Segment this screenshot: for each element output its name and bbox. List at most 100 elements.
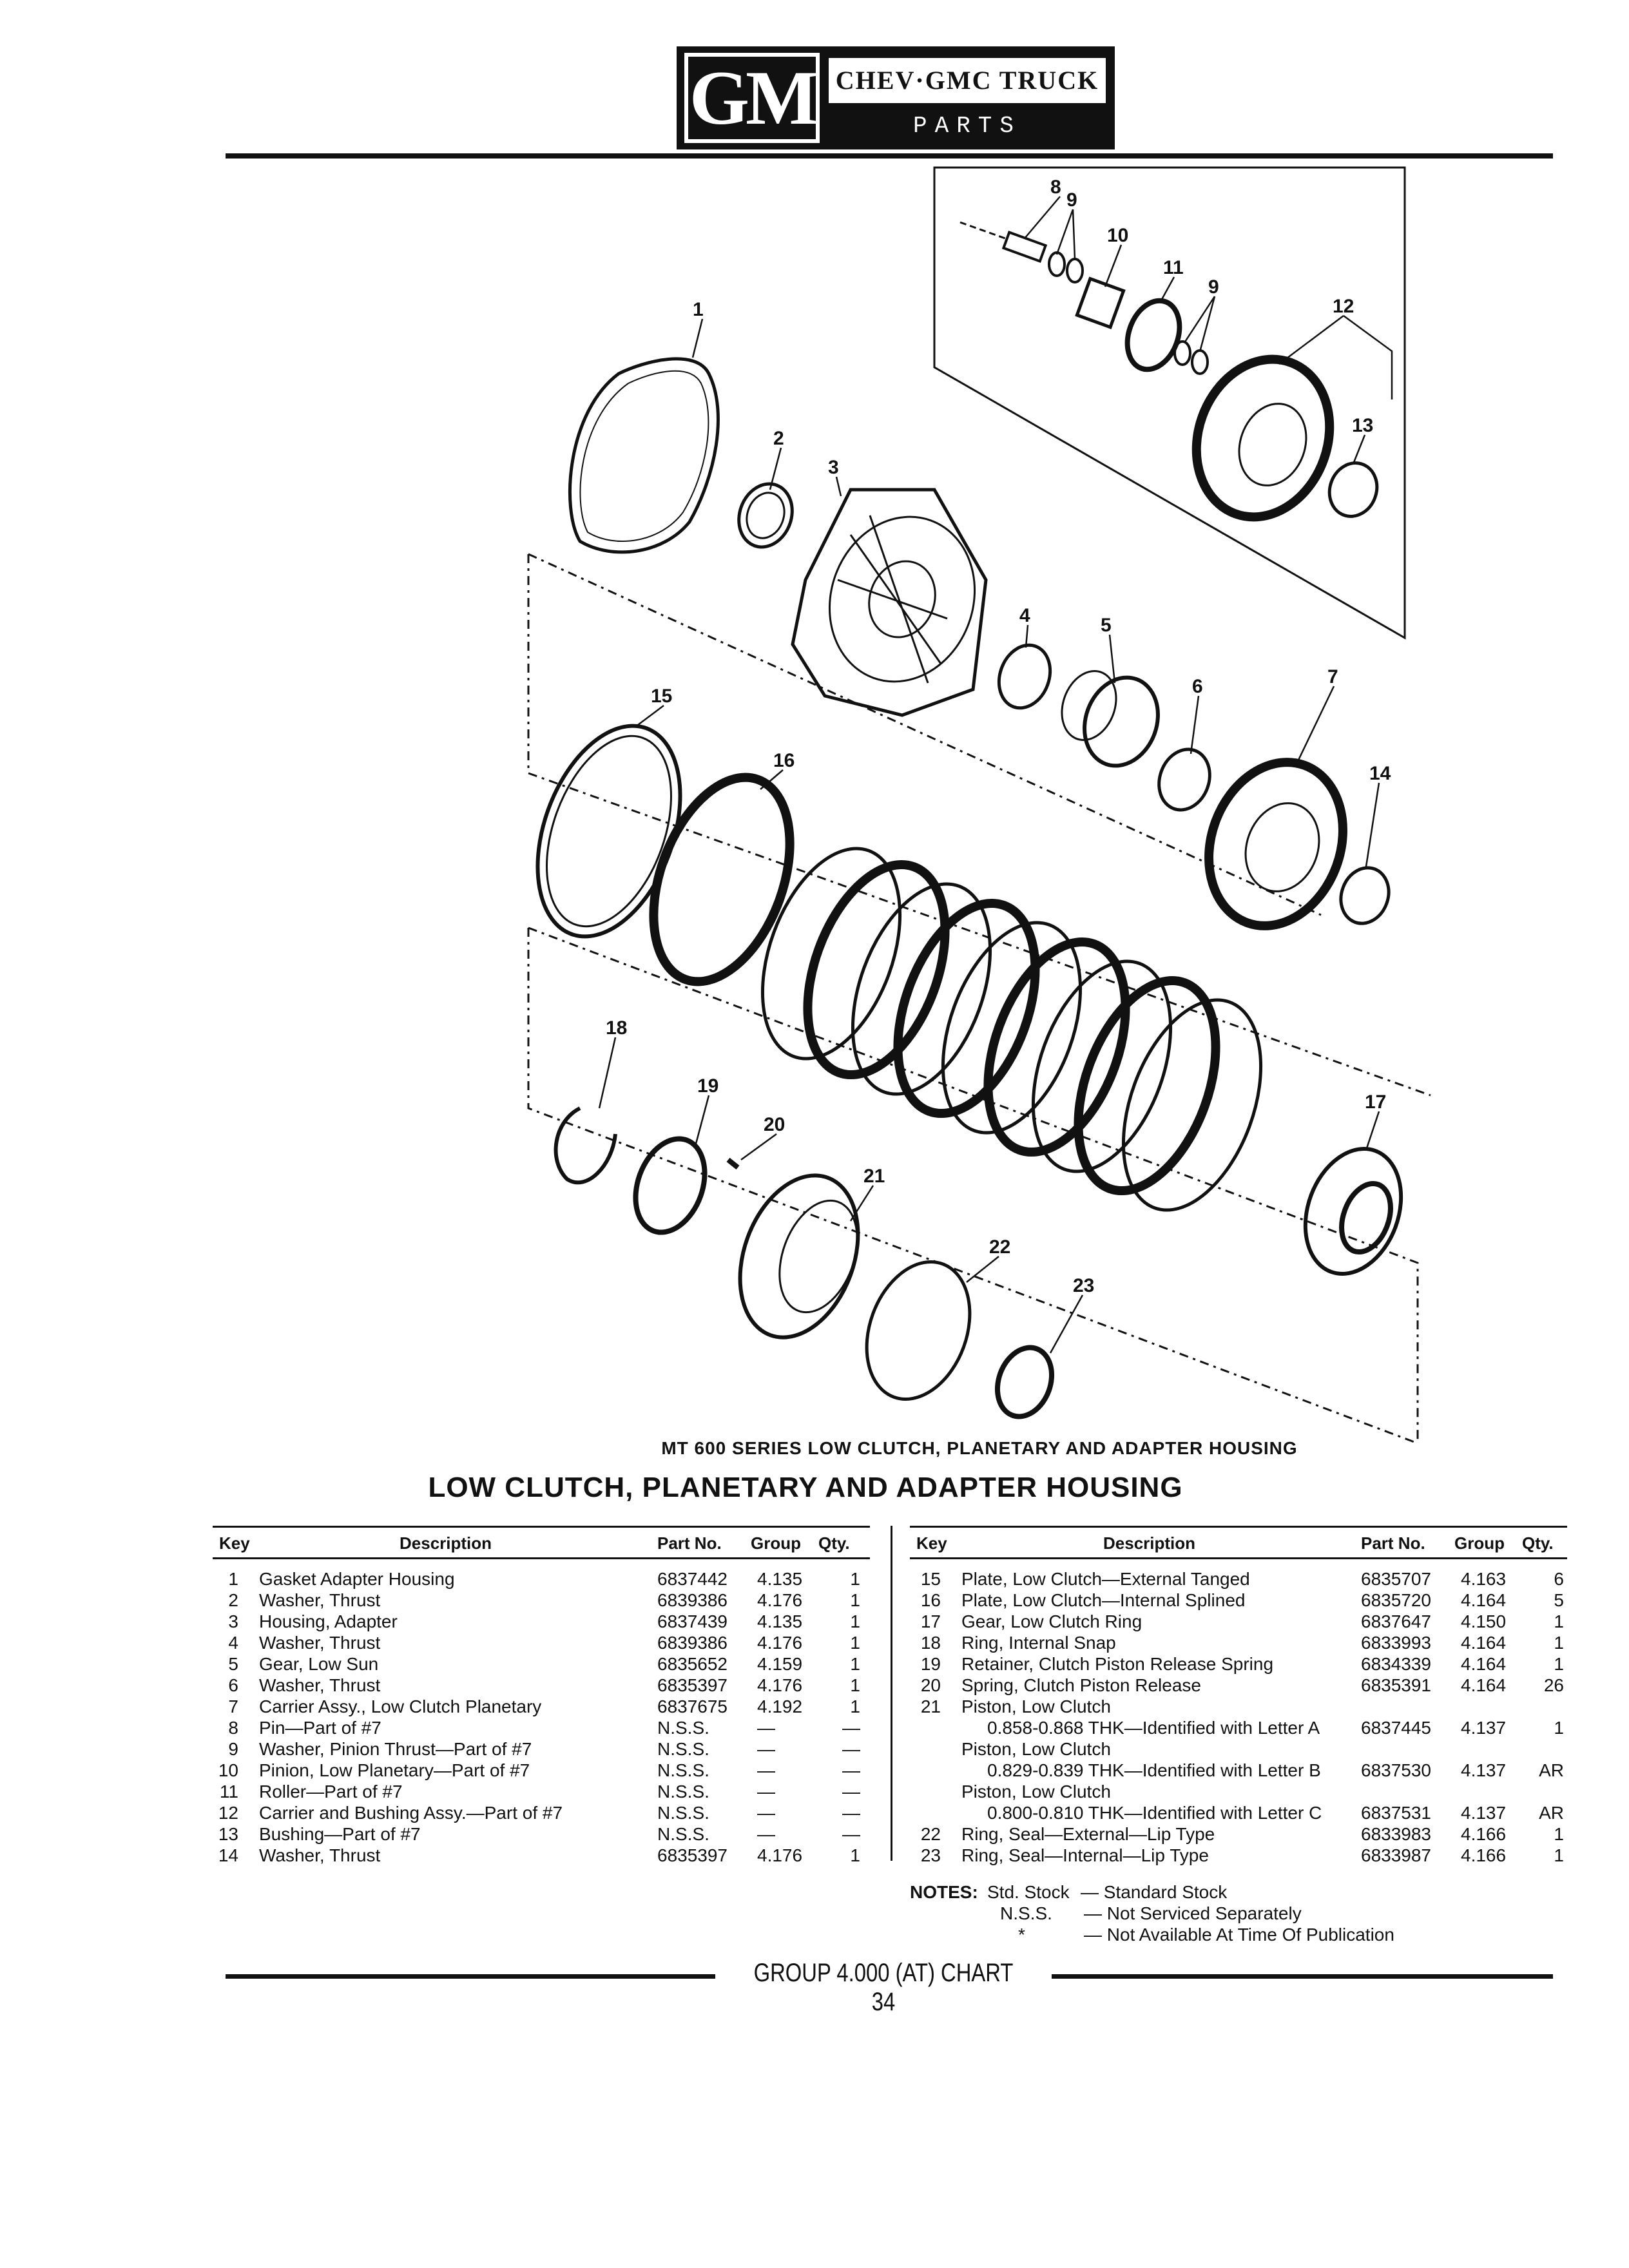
piston-part bbox=[738, 1173, 860, 1340]
part-number: 6837530 bbox=[1361, 1760, 1432, 1780]
table-header: Key Description Part No. Group Qty. bbox=[213, 1526, 870, 1559]
part-quantity: 1 bbox=[850, 1633, 860, 1653]
note-text: — Not Serviced Separately bbox=[1084, 1903, 1302, 1923]
part-description: Washer, Thrust bbox=[259, 1845, 381, 1865]
part-key: 23 bbox=[920, 1845, 941, 1865]
callout-8: 8 bbox=[1050, 177, 1061, 198]
part-quantity: 1 bbox=[850, 1845, 860, 1865]
table-row: 0.858-0.868 THK—Identified with Letter A… bbox=[910, 1717, 1567, 1738]
part-number: 6837445 bbox=[1361, 1718, 1432, 1738]
pinion-washer-part bbox=[1048, 251, 1066, 277]
part-quantity: 1 bbox=[850, 1696, 860, 1716]
part-key: 18 bbox=[920, 1633, 941, 1653]
note-text: — Not Available At Time Of Publication bbox=[1084, 1925, 1394, 1945]
part-group: 4.192 bbox=[757, 1696, 803, 1716]
logo-title: CHEV·GMC TRUCK bbox=[829, 58, 1106, 103]
callout-13: 13 bbox=[1352, 415, 1373, 436]
part-description: Pinion, Low Planetary—Part of #7 bbox=[259, 1760, 530, 1780]
note-code: N.S.S. bbox=[1000, 1903, 1052, 1923]
part-number: 6837675 bbox=[657, 1696, 728, 1716]
callout-2: 2 bbox=[773, 428, 784, 449]
part-group: 4.166 bbox=[1461, 1824, 1507, 1844]
part-group: 4.150 bbox=[1461, 1611, 1507, 1631]
part-number: N.S.S. bbox=[657, 1782, 709, 1802]
diagram-callouts: 1 2 3 4 5 6 7 8 9 9 10 11 12 13 14 15 16… bbox=[606, 177, 1391, 1296]
header-qty: Qty. bbox=[1522, 1533, 1554, 1553]
part-number: 6833993 bbox=[1361, 1633, 1432, 1653]
note-code: * bbox=[1018, 1925, 1025, 1945]
part-quantity: 6 bbox=[1554, 1569, 1564, 1589]
part-number: 6835397 bbox=[657, 1675, 728, 1695]
part-quantity: 1 bbox=[1554, 1654, 1564, 1674]
callout-21: 21 bbox=[863, 1166, 885, 1187]
internal-seal-part bbox=[994, 1345, 1055, 1419]
thrust-washer-part bbox=[737, 482, 794, 549]
part-description: Washer, Thrust bbox=[259, 1675, 381, 1695]
part-quantity: — bbox=[842, 1824, 860, 1844]
part-group: 4.164 bbox=[1461, 1654, 1507, 1674]
clutch-plate-stack bbox=[760, 847, 1263, 1212]
part-group: — bbox=[757, 1803, 775, 1823]
part-description: Piston, Low Clutch bbox=[961, 1782, 1111, 1802]
part-quantity: — bbox=[842, 1803, 860, 1823]
callout-20: 20 bbox=[764, 1114, 785, 1135]
table-row: Piston, Low Clutch bbox=[910, 1738, 1567, 1760]
part-quantity: 1 bbox=[850, 1654, 860, 1674]
part-group: 4.135 bbox=[757, 1611, 803, 1631]
carrier-bushing-part bbox=[1191, 354, 1335, 522]
part-description: 0.858-0.868 THK—Identified with Letter A bbox=[987, 1718, 1320, 1738]
part-description: Ring, Seal—External—Lip Type bbox=[961, 1824, 1215, 1844]
callout-5: 5 bbox=[1101, 615, 1112, 636]
external-seal-part bbox=[865, 1260, 972, 1401]
internal-splined-plate-part bbox=[649, 773, 795, 986]
part-description: Housing, Adapter bbox=[259, 1611, 398, 1631]
part-quantity: — bbox=[842, 1760, 860, 1780]
callout-4: 4 bbox=[1019, 605, 1030, 626]
part-group: 4.163 bbox=[1461, 1569, 1507, 1589]
part-group: 4.176 bbox=[757, 1845, 803, 1865]
part-quantity: — bbox=[842, 1739, 860, 1759]
footer-rule bbox=[1052, 1974, 1553, 1979]
part-description: Gear, Low Clutch Ring bbox=[961, 1611, 1142, 1631]
part-group: — bbox=[757, 1739, 775, 1759]
part-key: 21 bbox=[920, 1696, 941, 1716]
part-description: Pin—Part of #7 bbox=[259, 1718, 381, 1738]
part-group: 4.176 bbox=[757, 1590, 803, 1610]
part-group: 4.164 bbox=[1461, 1590, 1507, 1610]
part-number: 6839386 bbox=[657, 1633, 728, 1653]
header-description: Description bbox=[1103, 1533, 1196, 1553]
table-row: Piston, Low Clutch bbox=[910, 1781, 1567, 1802]
spring-retainer-part bbox=[633, 1136, 708, 1235]
part-quantity: 1 bbox=[1554, 1824, 1564, 1844]
part-description: Spring, Clutch Piston Release bbox=[961, 1675, 1201, 1695]
part-key: 7 bbox=[228, 1696, 238, 1716]
callout-9b: 9 bbox=[1208, 276, 1219, 298]
part-number: 6835707 bbox=[1361, 1569, 1432, 1589]
bushing-part bbox=[1327, 461, 1379, 518]
callout-17: 17 bbox=[1365, 1091, 1386, 1113]
thrust-washer-part bbox=[1339, 866, 1391, 925]
part-quantity: AR bbox=[1539, 1760, 1564, 1780]
part-quantity: — bbox=[842, 1718, 860, 1738]
pinion-part bbox=[1124, 298, 1182, 372]
figure-caption: MT 600 SERIES LOW CLUTCH, PLANETARY AND … bbox=[661, 1438, 1298, 1458]
part-description: Piston, Low Clutch bbox=[961, 1739, 1111, 1759]
header-group: Group bbox=[751, 1533, 801, 1553]
ring-gear-part bbox=[1303, 1147, 1403, 1276]
part-key: 11 bbox=[219, 1782, 238, 1802]
part-group: 4.176 bbox=[757, 1675, 803, 1695]
part-quantity: 1 bbox=[850, 1590, 860, 1610]
part-key: 17 bbox=[920, 1611, 941, 1631]
part-group: 4.176 bbox=[757, 1633, 803, 1653]
part-quantity: 1 bbox=[850, 1611, 860, 1631]
part-key: 15 bbox=[920, 1569, 941, 1589]
spring-part bbox=[726, 1157, 740, 1170]
sun-gear-part bbox=[1083, 675, 1160, 768]
